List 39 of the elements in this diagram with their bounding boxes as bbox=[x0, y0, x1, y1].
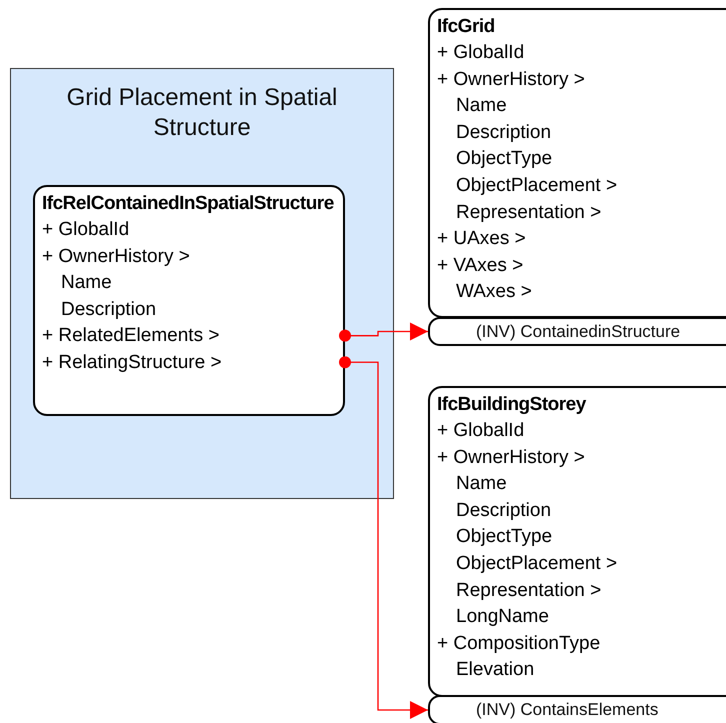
attribute-row-text: ObjectPlacement > bbox=[455, 174, 618, 198]
attribute-row-text: Elevation bbox=[455, 658, 536, 682]
attribute-row-text: ObjectPlacement > bbox=[455, 552, 618, 576]
attribute-row-text: + OwnerHistory > bbox=[42, 244, 191, 269]
attribute-row-text: Representation > bbox=[455, 578, 602, 603]
attribute-row-text: LongName bbox=[455, 605, 550, 630]
attribute-row-text: WAxes > bbox=[455, 280, 533, 304]
attribute-row-text: + RelatedElements > bbox=[42, 324, 220, 348]
attribute-row-text: Name bbox=[455, 94, 508, 118]
inverse-attribute: (INV) ContainedinStructure bbox=[475, 322, 680, 342]
attribute-row-text: + GlobalId bbox=[437, 41, 526, 65]
attribute-row-text: ObjectType bbox=[455, 525, 554, 550]
class-box bbox=[428, 8, 726, 318]
attribute-row-text: + VAxes > bbox=[437, 254, 524, 278]
attribute-row-text: Description bbox=[455, 120, 552, 145]
attribute-row-text: + OwnerHistory > bbox=[437, 68, 586, 92]
attribute-row-text: Name bbox=[455, 472, 508, 496]
class-name: IfcBuildingStorey bbox=[437, 393, 588, 417]
attribute-row-text: + OwnerHistory > bbox=[437, 446, 586, 470]
attribute-row-text: Description bbox=[455, 498, 552, 523]
attribute-row-text: + UAxes > bbox=[437, 227, 527, 252]
attribute-row-text: + RelatingStructure > bbox=[42, 350, 223, 375]
class-box bbox=[33, 185, 345, 416]
class-name: IfcGrid bbox=[437, 15, 496, 39]
connector-arrow bbox=[339, 322, 428, 342]
attribute-row-text: + GlobalId bbox=[42, 218, 130, 242]
class-box bbox=[428, 386, 726, 697]
attribute-row-text: Name bbox=[60, 271, 113, 296]
attribute-row-text: + GlobalId bbox=[437, 419, 526, 443]
attribute-row-text: Description bbox=[60, 298, 158, 322]
inverse-attribute-box bbox=[428, 317, 726, 346]
panel-title: Grid Placement in Spatial Structure bbox=[66, 83, 338, 143]
inverse-attribute: (INV) ContainsElements bbox=[475, 700, 658, 720]
attribute-row-text: ObjectType bbox=[455, 147, 554, 172]
connector-arrow bbox=[339, 356, 428, 719]
attribute-row-text: + CompositionType bbox=[437, 632, 602, 656]
class-name: IfcRelContainedInSpatialStructure bbox=[42, 192, 335, 216]
attribute-row-text: Representation > bbox=[455, 200, 602, 225]
group-panel bbox=[10, 68, 394, 499]
